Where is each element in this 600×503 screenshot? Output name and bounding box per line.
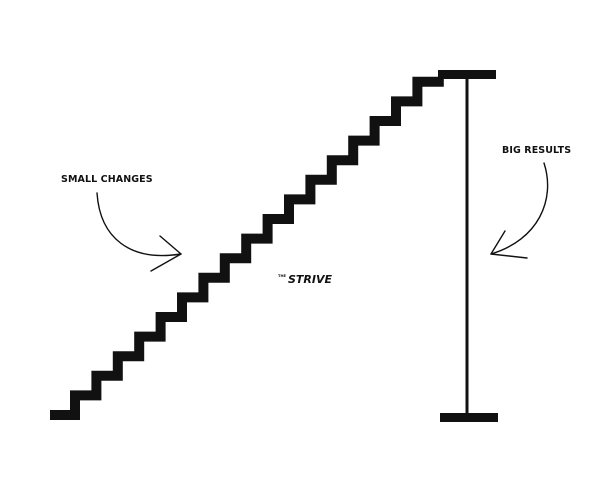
svg-text:THE: THE: [278, 274, 286, 278]
bar-top-cap: [438, 70, 496, 79]
curved-arrow-icon: [96, 192, 182, 272]
svg-text:STRIVE: STRIVE: [288, 273, 333, 286]
bar-bottom-cap: [440, 413, 498, 422]
the-strive-logo: THE STRIVE: [278, 273, 333, 286]
bar-vertical-line: [465, 78, 469, 415]
curved-arrow-icon: [490, 162, 549, 259]
big-results-label: BIG RESULTS: [502, 145, 571, 156]
small-changes-label: SMALL CHANGES: [61, 174, 153, 185]
staircase: [50, 76, 444, 420]
